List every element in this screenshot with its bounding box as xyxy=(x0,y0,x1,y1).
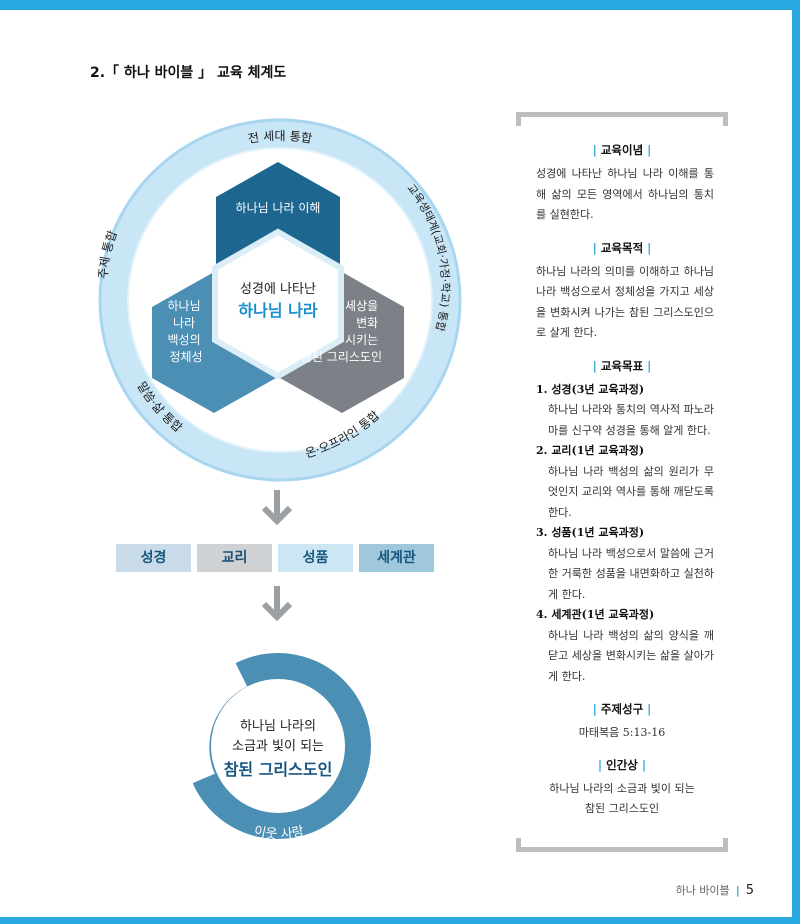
hex-right-label: 세상을 변화 시키는 참된 그리스도인 xyxy=(301,299,382,364)
goal-ring xyxy=(177,653,371,839)
goals-list: 1. 성경(3년 교육과정) 하나님 나라와 통치의 역사적 파노라마를 신구약… xyxy=(516,380,728,688)
bottom-frame-bar xyxy=(0,917,800,924)
verse-heading: | 주제성구 | xyxy=(592,702,652,716)
goals-heading: | 교육목표 | xyxy=(592,358,652,373)
goal-desc: 하나님 나라 백성으로서 말씀에 근거한 거룩한 성품을 내면화하고 실천하게 … xyxy=(548,546,714,601)
category-bible: 성경 xyxy=(116,544,191,572)
goal-line3: 참된 그리스도인 xyxy=(224,760,333,779)
person-line1: 하나님 나라의 소금과 빛이 되는 xyxy=(549,782,695,795)
ideology-heading: | 교육이념 | xyxy=(592,143,652,157)
goal-desc: 하나님 나라 백성의 삶의 원리가 무엇인지 교리와 역사를 통해 깨닫도록 한… xyxy=(548,464,714,519)
goal-item: 1. 성경(3년 교육과정) 하나님 나라와 통치의 역사적 파노라마를 신구약… xyxy=(516,380,728,442)
hex-center-line2: 하나님 나라 xyxy=(238,301,317,320)
page-footer: 하나 바이블 | 5 xyxy=(676,882,754,898)
panel-top-bracket xyxy=(516,112,728,126)
category-doctrine: 교리 xyxy=(197,544,272,572)
goal-item: 3. 성품(1년 교육과정) 하나님 나라 백성으로서 말씀에 근거한 거룩한 … xyxy=(516,523,728,605)
ideology-text: 성경에 나타난 하나님 나라 이해를 통해 삶의 모든 영역에서 하나님의 통치… xyxy=(536,167,714,221)
education-system-diagram: 전 세대 통합 주제 통합 교육생태계(교회·가정·학교) 통합 말씀·삶 통합… xyxy=(96,118,462,843)
goal-title: 4. 세계관(1년 교육과정) xyxy=(536,608,655,621)
goal-ring-top-label: 하나님 사랑 xyxy=(243,633,313,654)
goal-line1: 하나님 나라의 xyxy=(240,719,316,734)
page-number: 5 xyxy=(745,883,754,898)
purpose-heading: | 교육목적 | xyxy=(592,240,652,255)
purpose-text: 하나님 나라의 의미를 이해하고 하나님 나라 백성으로서 정체성을 가지고 세… xyxy=(536,264,714,340)
goal-title: 1. 성경(3년 교육과정) xyxy=(536,382,645,396)
person-heading: | 인간상 | xyxy=(597,758,647,772)
footer-book-title: 하나 바이블 xyxy=(675,884,730,897)
page-title: 2.「 하나 바이블 」 교육 체계도 xyxy=(90,65,287,81)
panel-bottom-bracket xyxy=(516,838,728,852)
goal-desc: 하나님 나라와 통치의 역사적 파노라마를 신구약 성경을 통해 알게 한다. xyxy=(548,403,714,437)
down-arrow-icon xyxy=(261,586,293,622)
hex-left-label: 하나님 나라 백성의 정체성 xyxy=(168,299,205,364)
hex-top-label: 하나님 나라 이해 xyxy=(236,201,321,215)
outer-integration-ring xyxy=(98,118,462,482)
down-arrow-icon xyxy=(261,490,293,526)
verse-text: 마태복음 5:13-16 xyxy=(578,726,666,739)
person-text: 하나님 나라의 소금과 빛이 되는 참된 그리스도인 xyxy=(516,779,728,819)
goal-item: 2. 교리(1년 교육과정) 하나님 나라 백성의 삶의 원리가 무엇인지 교리… xyxy=(516,441,728,523)
goal-desc: 하나님 나라 백성의 삶의 양식을 깨닫고 세상을 변화시키는 삶을 살아가게 … xyxy=(548,628,714,683)
goal-item: 4. 세계관(1년 교육과정) 하나님 나라 백성의 삶의 양식을 깨닫고 세상… xyxy=(516,605,728,687)
education-summary-panel: | 교육이념 | 성경에 나타난 하나님 나라 이해를 통해 삶의 모든 영역에… xyxy=(516,112,728,852)
category-worldview: 세계관 xyxy=(359,544,434,572)
hex-center-line1: 성경에 나타난 xyxy=(240,282,316,297)
person-line2: 참된 그리스도인 xyxy=(584,802,660,815)
right-frame-bar xyxy=(792,0,800,924)
hex-center-kingdom xyxy=(212,228,344,380)
goal-title: 2. 교리(1년 교육과정) xyxy=(536,444,645,457)
category-character: 성품 xyxy=(278,544,353,572)
curriculum-category-row: 성경 교리 성품 세계관 xyxy=(116,544,434,572)
footer-separator: | xyxy=(735,884,740,897)
goal-line2: 소금과 빛이 되는 xyxy=(232,739,324,754)
goal-title: 3. 성품(1년 교육과정) xyxy=(536,526,645,539)
top-frame-bar xyxy=(0,0,800,10)
ring-label-top: 전 세대 통합 xyxy=(247,129,313,146)
goal-ring-bottom-label: 이웃 사랑 xyxy=(252,824,305,843)
